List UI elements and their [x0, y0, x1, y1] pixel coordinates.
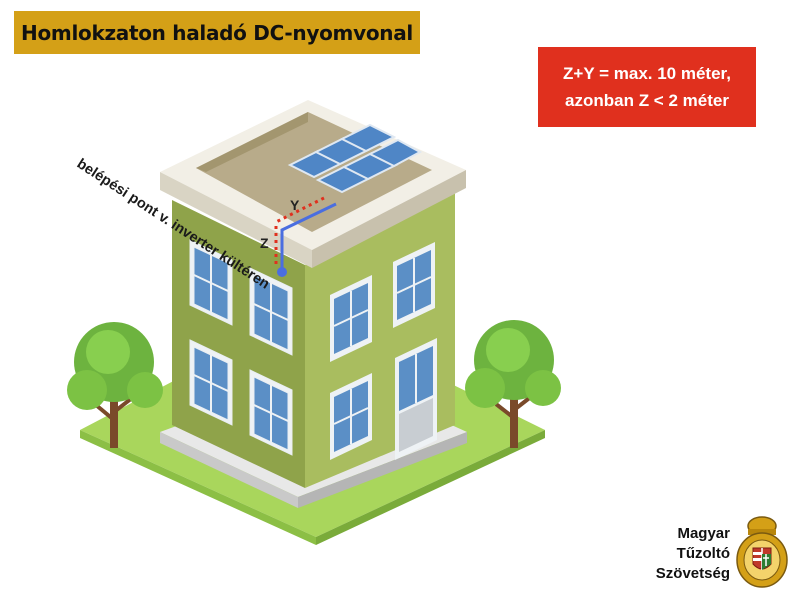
building-base-side — [160, 432, 298, 508]
title-banner: Homlokzaton haladó DC-nyomvonal — [14, 11, 420, 54]
tree-right — [465, 320, 561, 448]
limit-note-line-1: Z+Y = max. 10 méter, — [563, 64, 731, 83]
lawn-edge-right — [316, 430, 545, 545]
roof-inner-wall — [196, 112, 308, 172]
building-base-side-right — [298, 432, 467, 508]
tree-left — [67, 322, 163, 448]
limit-note-box: Z+Y = max. 10 méter, azonban Z < 2 méter — [538, 47, 756, 127]
dc-route-line — [280, 202, 337, 272]
entrance-door — [395, 338, 437, 460]
organization-emblem — [736, 516, 788, 588]
roof-parapet-right — [312, 170, 466, 268]
organization-name: Magyar Tűzoltó Szövetség — [656, 524, 730, 584]
solar-panels — [287, 123, 423, 194]
y-limit-dotted-line — [275, 196, 325, 224]
organization-name-line-2: Tűzoltó — [676, 545, 730, 562]
organization-name-line-1: Magyar — [677, 525, 730, 542]
entry-point-marker — [277, 267, 287, 277]
z-label: Z — [260, 235, 269, 251]
lawn-edge — [80, 430, 316, 545]
y-label: Y — [290, 197, 300, 213]
organization-name-line-3: Szövetség — [655, 565, 730, 582]
window-mullions-left — [193, 255, 289, 443]
page-title: Homlokzaton haladó DC-nyomvonal — [21, 20, 413, 45]
limit-note-line-2: azonban Z < 2 méter — [565, 91, 729, 110]
window-mullions-right — [333, 258, 432, 444]
roof-parapet-left — [160, 172, 312, 268]
